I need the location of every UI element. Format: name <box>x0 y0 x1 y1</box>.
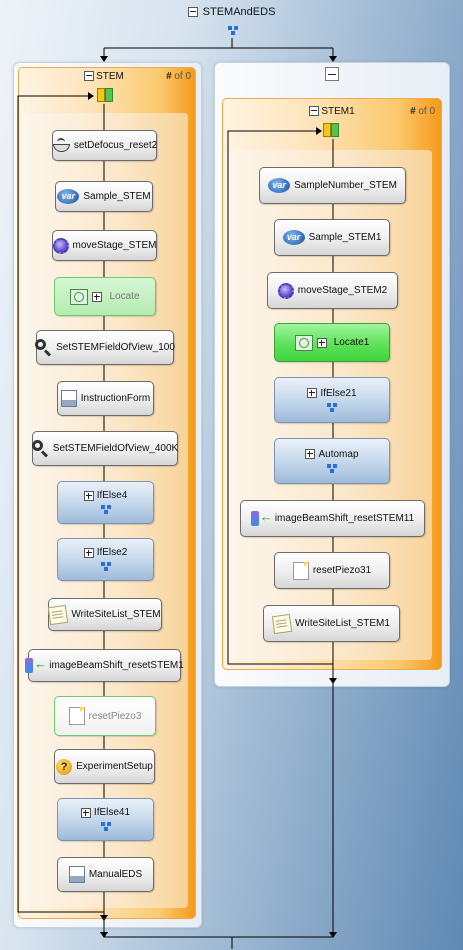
activity-resetpiezo31[interactable]: resetPiezo31 <box>274 552 390 589</box>
magnifier-icon <box>35 339 52 356</box>
activity-setstemfieldofview-100[interactable]: SetSTEMFieldOfView_100 <box>35 330 175 365</box>
locate-icon <box>294 334 313 351</box>
gear-icon <box>52 237 69 254</box>
branch-icon <box>325 401 339 413</box>
beam-shift-icon <box>25 656 47 673</box>
branch-icon <box>99 560 113 572</box>
expand-icon[interactable] <box>305 449 316 459</box>
activity-label: resetPiezo31 <box>312 565 372 576</box>
activity-label: imageBeamShift_resetSTEM1 <box>49 660 184 671</box>
activity-label: WriteSiteList_STEM1 <box>295 618 390 629</box>
form-icon <box>60 390 77 407</box>
activity-label: moveStage_STEM <box>72 240 157 251</box>
activity-locate[interactable]: Locate <box>54 277 156 316</box>
activity-sample-stem[interactable]: var Sample_STEM <box>55 181 153 212</box>
collapse-icon[interactable] <box>84 71 95 82</box>
activity-movestage-stem[interactable]: moveStage_STEM <box>52 230 157 261</box>
activity-manualeds[interactable]: ManualEDS <box>57 857 154 892</box>
sensor-icon <box>52 138 70 153</box>
question-icon: ? <box>56 758 73 775</box>
activity-label: InstructionForm <box>80 393 151 404</box>
activity-instructionform[interactable]: InstructionForm <box>57 381 154 416</box>
activity-ifelse41[interactable]: IfElse41 <box>57 798 154 841</box>
activity-imagebeamshift-resetstem11[interactable]: imageBeamShift_resetSTEM11 <box>240 500 425 537</box>
magnifier-icon <box>31 440 49 457</box>
expand-icon[interactable] <box>83 547 94 558</box>
expand-icon[interactable] <box>307 388 318 398</box>
activity-writesitelist-stem1[interactable]: WriteSiteList_STEM1 <box>263 605 400 642</box>
locate-icon <box>70 288 89 305</box>
activity-label: moveStage_STEM2 <box>297 285 388 296</box>
activity-label: SetSTEMFieldOfView_100 <box>56 342 175 353</box>
activity-label: IfElse4 <box>96 490 128 501</box>
activity-label: Sample_STEM <box>83 191 151 202</box>
sequence-icon <box>96 86 114 105</box>
expand-icon[interactable] <box>316 337 327 348</box>
expand-icon[interactable] <box>83 490 94 501</box>
activity-label: Locate1 <box>333 337 370 348</box>
root-activity-label: STEMAndEDS <box>202 6 276 19</box>
branch-icon <box>99 820 113 832</box>
activity-ifelse2[interactable]: IfElse2 <box>57 538 154 581</box>
var-icon: var <box>57 189 80 204</box>
activity-label: IfElse2 <box>96 547 128 558</box>
var-icon: var <box>282 230 305 245</box>
activity-setdefocus-reset2[interactable]: setDefocus_reset2 <box>52 130 157 161</box>
iteration-count: # of 0 <box>166 71 192 82</box>
activity-label: ExperimentSetup <box>76 761 153 772</box>
document-icon <box>292 561 309 580</box>
activity-label: ManualEDS <box>88 869 143 880</box>
beam-shift-icon <box>250 509 273 526</box>
document-icon <box>68 707 85 725</box>
collapse-branch-icon[interactable] <box>325 67 339 81</box>
activity-automap[interactable]: Automap <box>274 438 390 484</box>
activity-label: SampleNumber_STEM <box>294 180 397 191</box>
collapse-icon[interactable] <box>187 7 198 18</box>
gear-icon <box>277 282 294 299</box>
parallel-branch-icon <box>226 24 240 39</box>
form-icon <box>68 866 85 883</box>
iteration-count: # of 0 <box>410 106 436 117</box>
note-icon <box>271 613 293 634</box>
activity-label: IfElse41 <box>93 807 131 818</box>
activity-experimentsetup[interactable]: ? ExperimentSetup <box>54 749 155 784</box>
note-icon <box>48 604 69 625</box>
sequence-stem1-title: STEM1 <box>321 106 355 117</box>
activity-label: Locate <box>109 291 140 302</box>
var-icon: var <box>268 178 291 193</box>
sequence-icon <box>322 121 340 140</box>
activity-locate1[interactable]: Locate1 <box>274 323 390 362</box>
activity-movestage-stem2[interactable]: moveStage_STEM2 <box>267 272 398 309</box>
activity-ifelse4[interactable]: IfElse4 <box>57 481 154 524</box>
activity-writesitelist-stem[interactable]: WriteSiteList_STEM <box>48 598 162 631</box>
activity-label: Automap <box>318 448 359 460</box>
activity-label: Sample_STEM1 <box>308 232 382 243</box>
activity-sample-stem1[interactable]: var Sample_STEM1 <box>274 219 390 256</box>
activity-label: resetPiezo3 <box>88 710 142 722</box>
activity-label: IfElse21 <box>320 387 357 399</box>
activity-setstemfieldofview-400k[interactable]: SetSTEMFieldOfView_400K <box>31 431 179 466</box>
activity-ifelse21[interactable]: IfElse21 <box>274 377 390 423</box>
root-activity-title[interactable]: STEMAndEDS <box>0 6 463 18</box>
branch-icon <box>99 503 113 515</box>
sequence-stem1-header[interactable]: STEM1 <box>306 106 358 117</box>
activity-samplenumber-stem[interactable]: var SampleNumber_STEM <box>259 167 406 204</box>
expand-icon[interactable] <box>92 291 103 302</box>
activity-label: setDefocus_reset2 <box>73 140 158 151</box>
collapse-icon[interactable] <box>309 106 320 117</box>
activity-label: SetSTEMFieldOfView_400K <box>52 443 179 454</box>
expand-icon[interactable] <box>80 807 91 818</box>
activity-label: imageBeamShift_resetSTEM11 <box>274 513 415 524</box>
activity-resetpiezo3[interactable]: resetPiezo3 <box>54 696 156 736</box>
branch-icon <box>325 462 339 474</box>
sequence-stem-header[interactable]: STEM <box>84 71 124 82</box>
activity-imagebeamshift-resetstem1[interactable]: imageBeamShift_resetSTEM1 <box>25 649 184 682</box>
sequence-stem-title: STEM <box>96 71 124 82</box>
activity-label: WriteSiteList_STEM <box>71 609 161 620</box>
